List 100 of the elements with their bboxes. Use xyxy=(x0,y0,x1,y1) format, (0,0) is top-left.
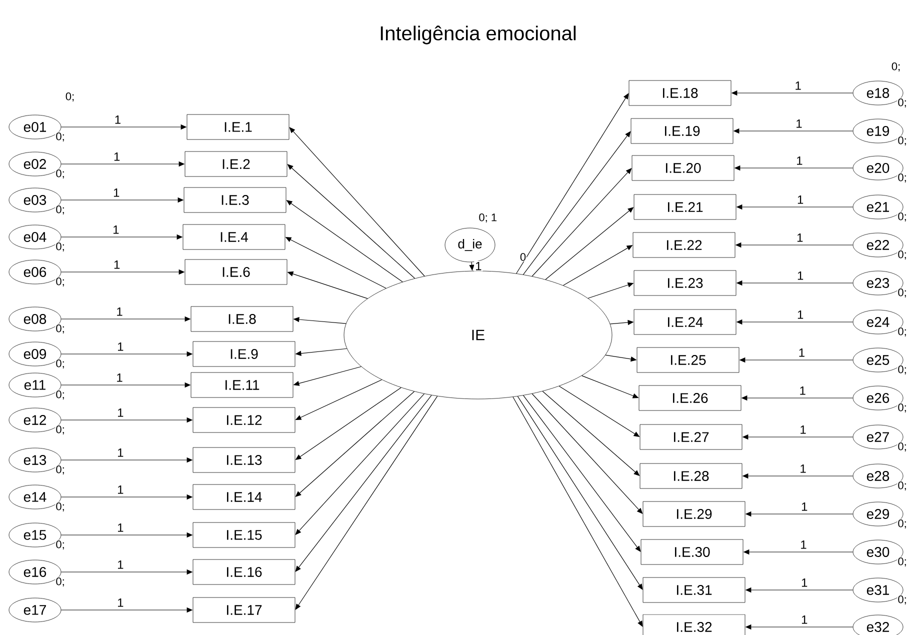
value-label: 0; xyxy=(897,594,908,606)
edge-label: 1 xyxy=(116,484,125,495)
indicator-box: I.E.21 xyxy=(634,194,736,220)
indicator-box: I.E.26 xyxy=(638,385,742,411)
indicator-box: I.E.14 xyxy=(192,484,296,510)
edge-label: 1 xyxy=(116,342,125,352)
value-label: 0; xyxy=(897,518,908,530)
indicator-box: I.E.31 xyxy=(642,577,746,603)
indicator-box: I.E.18 xyxy=(628,80,732,106)
indicator-box: I.E.28 xyxy=(640,463,742,489)
value-label: 0; xyxy=(897,288,908,298)
edge-label: 1 xyxy=(796,310,805,320)
indicator-box: I.E.16 xyxy=(192,559,296,585)
edge-label: 1 xyxy=(800,614,809,625)
arrow xyxy=(295,396,438,610)
arrow xyxy=(295,394,432,572)
edge-label: 1 xyxy=(796,232,804,243)
indicator-box: I.E.23 xyxy=(634,270,736,296)
edge-label: 1 xyxy=(794,118,804,129)
edge-label: 1 xyxy=(795,156,804,166)
indicator-box: I.E.4 xyxy=(182,224,286,250)
indicator-box: I.E.29 xyxy=(642,501,746,527)
value-label: 0; xyxy=(55,502,66,512)
value-label: 0; xyxy=(897,364,908,376)
edge-label: 1 xyxy=(116,560,125,570)
edge-label: 1 xyxy=(474,260,483,272)
value-label: 0; xyxy=(55,276,66,288)
indicator-box: I.E.9 xyxy=(192,341,296,367)
value-label: 0; xyxy=(890,62,902,72)
arrow xyxy=(542,390,640,476)
edge-label: 1 xyxy=(796,194,805,205)
indicator-box: I.E.13 xyxy=(192,447,296,473)
arrow xyxy=(289,127,425,276)
indicator-box: I.E.32 xyxy=(642,614,746,635)
value-label: 0; xyxy=(55,576,66,588)
value-label: 0; xyxy=(897,326,908,338)
edge-label: 1 xyxy=(116,522,125,533)
edge-label: 1 xyxy=(115,372,124,383)
edge-label: 1 xyxy=(116,598,125,608)
indicator-box: I.E.3 xyxy=(184,187,286,213)
edge-label: 1 xyxy=(798,424,808,435)
value-label: 0; xyxy=(55,424,66,436)
indicator-box: I.E.24 xyxy=(634,309,736,335)
indicator-box: I.E.17 xyxy=(192,597,296,623)
arrow xyxy=(512,396,643,627)
edge-label: 1 xyxy=(798,464,808,474)
indicator-box: I.E.6 xyxy=(184,259,288,285)
edge-label: 1 xyxy=(116,448,125,458)
value-label: 0; xyxy=(897,172,908,184)
value-label: 0; xyxy=(55,540,66,550)
title: Inteligência emocional xyxy=(380,26,576,44)
value-label: 0; xyxy=(897,250,908,260)
indicator-box: I.E.12 xyxy=(192,407,296,433)
arrow xyxy=(522,131,631,275)
value-label: 0; xyxy=(55,390,66,400)
edge-label: 1 xyxy=(112,188,121,198)
value-label: 0; xyxy=(897,136,908,146)
edge-label: 1 xyxy=(800,502,809,512)
arrow xyxy=(532,168,632,277)
edge-label: 1 xyxy=(116,408,125,418)
value-label: 0; xyxy=(55,204,66,216)
indicator-box: I.E.27 xyxy=(640,424,742,450)
value-label: 0; xyxy=(55,464,66,476)
value-label: 0; xyxy=(897,480,908,492)
value-label: 0 xyxy=(519,252,527,262)
edge-label: 1 xyxy=(799,540,808,550)
edge-label: 1 xyxy=(113,114,122,125)
indicator-box: I.E.15 xyxy=(192,522,296,548)
value-label: 0; xyxy=(897,556,908,568)
indicator-box: I.E.30 xyxy=(640,539,744,565)
value-label: 0; xyxy=(897,442,908,452)
value-label: 0; xyxy=(55,168,66,180)
arrow xyxy=(523,395,641,552)
edge-label: 1 xyxy=(112,224,120,235)
edge-label: 1 xyxy=(794,80,802,91)
value-label: 0; xyxy=(55,324,66,334)
indicator-box: I.E.8 xyxy=(190,306,294,332)
value-label: 0; xyxy=(64,92,76,102)
arrow xyxy=(532,393,643,514)
indicator-box: I.E.11 xyxy=(190,372,294,398)
edge-label: 1 xyxy=(797,348,806,358)
arrow xyxy=(295,394,425,535)
indicator-box: I.E.1 xyxy=(186,114,290,140)
value-label: 0; 1 xyxy=(478,212,498,224)
value-label: 0; xyxy=(897,98,908,108)
indicator-box: I.E.2 xyxy=(184,151,288,177)
value-label: 0; xyxy=(55,242,66,252)
arrow xyxy=(517,396,643,590)
indicator-box: I.E.22 xyxy=(632,232,736,258)
value-label: 0; xyxy=(55,358,66,370)
edge-label: 1 xyxy=(796,270,805,281)
indicator-box: I.E.20 xyxy=(632,155,734,181)
value-label: 0; xyxy=(897,212,908,222)
edge-label: 1 xyxy=(112,260,122,270)
edge-label: 1 xyxy=(800,578,809,588)
indicator-box: I.E.25 xyxy=(636,347,740,373)
edge-label: 1 xyxy=(115,306,124,317)
value-label: 0; xyxy=(897,402,908,414)
arrow xyxy=(516,93,629,274)
value-label: 0; xyxy=(55,132,66,142)
